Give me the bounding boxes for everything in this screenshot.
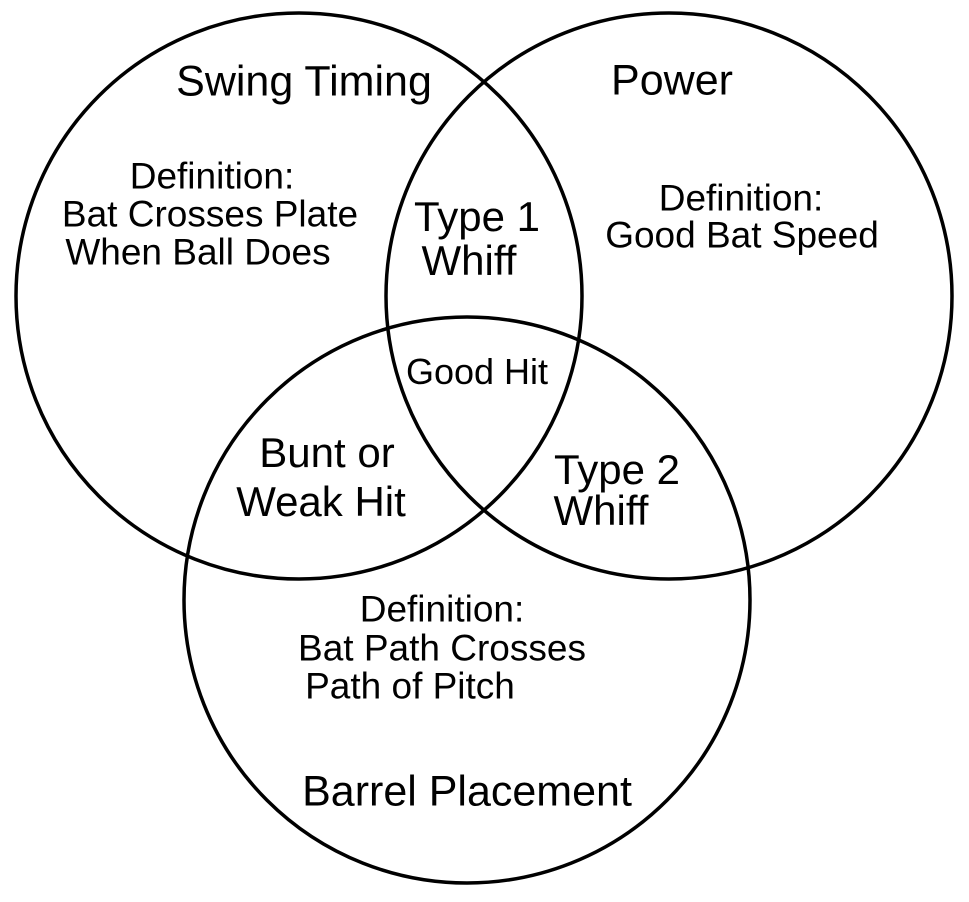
type1-whiff-label-line-1: Type 1 [413,193,541,240]
barrel-placement-title: Barrel Placement [302,767,632,816]
power-definition-line-2: Good Bat Speed [605,214,879,256]
swing-timing-definition-line-1: Definition: [129,155,295,197]
power-title: Power [611,56,733,105]
barrel-placement-definition-line-3: Path of Pitch [305,665,515,707]
barrel-placement-definition-line-1: Definition: [359,588,525,630]
swing-timing-title: Swing Timing [176,57,432,106]
barrel-placement-definition-line-2: Bat Path Crosses [298,627,586,669]
good-hit-label: Good Hit [405,351,549,392]
type2-whiff-label-line-2: Whiff [553,487,649,534]
swing-timing-circle [14,11,584,581]
swing-timing-definition-line-2: Bat Crosses Plate [61,193,359,235]
type1-whiff-label-line-2: Whiff [421,237,517,284]
bunt-weak-hit-label-line-2: Weak Hit [236,478,406,525]
bunt-weak-hit-label-line-1: Bunt or [259,429,395,476]
power-circle [384,11,954,581]
barrel-placement-circle [182,315,752,885]
power-definition-line-1: Definition: [658,177,824,219]
type2-whiff-label-line-1: Type 2 [553,446,681,493]
swing-timing-definition-line-3: When Ball Does [65,231,331,273]
